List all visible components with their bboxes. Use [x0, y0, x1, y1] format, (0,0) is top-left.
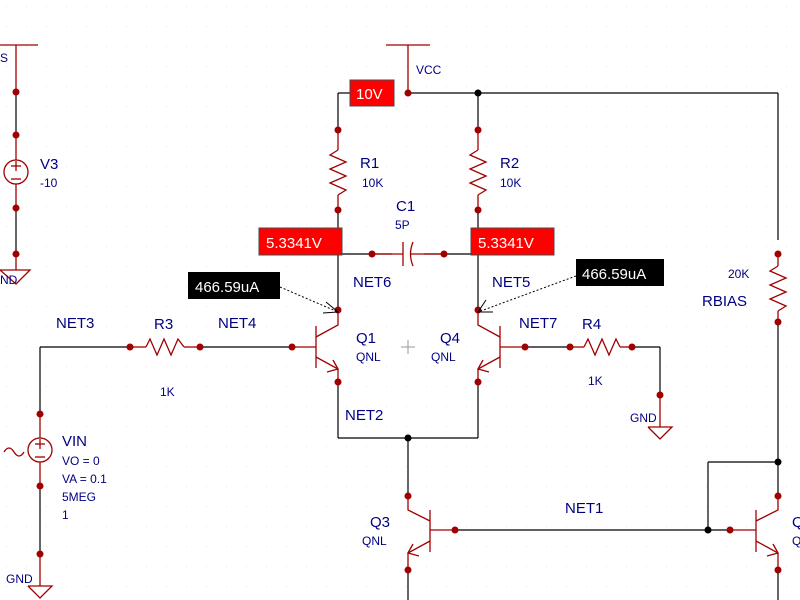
q4-model: QNL	[431, 350, 456, 364]
vcc-voltage-value: 10V	[356, 86, 383, 103]
rbias-resistor[interactable]	[768, 250, 788, 326]
right-collector-voltage-probe[interactable]: 5.3341V	[470, 227, 555, 256]
vin-ground-label: GND	[6, 572, 33, 586]
q4-current-probe[interactable]: 466.59uA	[477, 259, 664, 313]
wires	[15, 92, 779, 600]
r1-resistor[interactable]	[328, 126, 348, 214]
r1-value: 10K	[362, 176, 383, 190]
q5-ref-partial: Q	[792, 514, 800, 531]
vcc-net-label: VCC	[416, 63, 442, 77]
vin-ref: VIN	[62, 433, 87, 450]
vin-ac-source[interactable]	[3, 410, 54, 599]
r3-value: 1K	[160, 385, 175, 399]
r4-ref: R4	[582, 316, 601, 333]
r4-value: 1K	[588, 374, 603, 388]
q5-model-partial: Q	[792, 534, 800, 548]
r1-ref: R1	[360, 155, 379, 172]
q3-ref: Q3	[370, 514, 390, 531]
net5-label: NET5	[492, 274, 530, 291]
r2-ref: R2	[500, 155, 519, 172]
r4-resistor[interactable]	[566, 337, 636, 357]
q1-model: QNL	[356, 350, 381, 364]
v3-dc-source[interactable]	[0, 131, 32, 285]
q1-ref: Q1	[356, 330, 376, 347]
r2-value: 10K	[500, 176, 521, 190]
r3-ref: R3	[154, 316, 173, 333]
r4-ground-label: GND	[630, 411, 657, 425]
q4-ref: Q4	[440, 330, 460, 347]
vin-param-vo: VO = 0	[62, 454, 100, 468]
net2-label: NET2	[345, 407, 383, 424]
vcc-supply-symbol[interactable]	[386, 44, 430, 97]
q5-transistor-partial[interactable]	[726, 492, 782, 574]
net3-label: NET3	[56, 315, 94, 332]
c1-ref: C1	[396, 198, 415, 215]
r2-resistor[interactable]	[468, 126, 488, 214]
vin-param-freq: 5MEG	[62, 490, 96, 504]
right-collector-voltage-value: 5.3341V	[478, 235, 534, 252]
net6-label: NET6	[353, 274, 391, 291]
junctions	[404, 89, 782, 534]
rbias-value: 20K	[728, 267, 749, 281]
left-collector-voltage-value: 5.3341V	[266, 235, 322, 252]
left-supply-label: S	[0, 51, 8, 65]
net1-label: NET1	[565, 500, 603, 517]
origin-marker	[401, 340, 415, 354]
r3-resistor[interactable]	[126, 337, 204, 357]
q3-transistor[interactable]	[404, 492, 459, 574]
rbias-ref: RBIAS	[702, 293, 747, 310]
q1-transistor[interactable]	[288, 306, 342, 386]
q4-current-value: 466.59uA	[582, 266, 646, 283]
v3-ref: V3	[40, 156, 58, 173]
left-collector-voltage-probe[interactable]: 5.3341V	[258, 227, 343, 256]
vin-param-4: 1	[62, 508, 69, 522]
c1-capacitor[interactable]	[368, 241, 448, 267]
q1-current-value: 466.59uA	[195, 279, 259, 296]
r4-ground-symbol[interactable]	[647, 391, 674, 440]
left-supply-symbol[interactable]	[0, 44, 38, 96]
vcc-voltage-probe[interactable]: 10V	[349, 79, 395, 107]
q1-current-probe[interactable]: 466.59uA	[188, 272, 340, 314]
vin-param-va: VA = 0.1	[62, 472, 107, 486]
q3-model: QNL	[362, 534, 387, 548]
net7-label: NET7	[519, 315, 557, 332]
net4-label: NET4	[218, 315, 256, 332]
c1-value: 5P	[395, 218, 410, 232]
v3-value: -10	[40, 176, 58, 190]
v3-ground-label: ND	[0, 273, 18, 287]
